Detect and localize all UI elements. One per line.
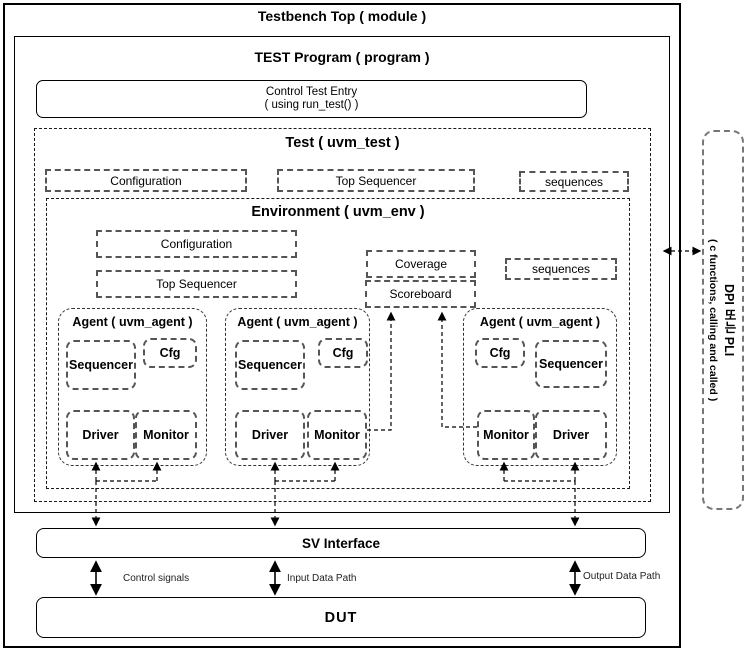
agent1-sequencer-box: Sequencer <box>66 340 136 390</box>
test-program-title: TEST Program ( program ) <box>254 49 430 65</box>
agent1-monitor-box: Monitor <box>135 410 197 460</box>
sv-interface-box: SV Interface <box>36 528 646 558</box>
dpi-pli-box: DPI 또는 PLI ( c functions, calling and ca… <box>702 130 744 510</box>
test-box <box>34 128 651 502</box>
agent2-monitor-box: Monitor <box>307 410 367 460</box>
agent2-cfg-box: Cfg <box>318 338 368 368</box>
agent1-cfg-box: Cfg <box>143 338 197 368</box>
test-sequences-box: sequences <box>519 171 629 192</box>
environment-box <box>46 198 630 489</box>
agent2-driver-box: Driver <box>235 410 305 460</box>
input-data-path-label: Input Data Path <box>287 573 357 584</box>
control-test-entry-box: Control Test Entry ( using run_test() ) <box>36 80 587 118</box>
control-test-entry-line1: Control Test Entry <box>265 85 358 98</box>
agent2-sequencer-box: Sequencer <box>235 340 305 390</box>
agent2-title: Agent ( uvm_agent ) <box>237 315 358 329</box>
environment-title: Environment ( uvm_env ) <box>251 204 425 220</box>
env-sequences-box: sequences <box>505 258 617 280</box>
control-signals-label: Control signals <box>123 573 190 584</box>
agent3-sequencer-box: Sequencer <box>535 340 607 388</box>
agent3-driver-box: Driver <box>535 410 607 460</box>
scoreboard-box: Scoreboard <box>365 280 476 308</box>
test-top-sequencer-box: Top Sequencer <box>277 169 475 192</box>
dpi-pli-subtitle: ( c functions, calling and called ) <box>707 238 719 402</box>
testbench-top-title: Testbench Top ( module ) <box>257 8 427 24</box>
agent1-box <box>58 308 207 466</box>
agent1-title: Agent ( uvm_agent ) <box>72 315 193 329</box>
coverage-box: Coverage <box>366 250 476 278</box>
test-configuration-box: Configuration <box>45 169 247 192</box>
agent1-driver-box: Driver <box>66 410 135 460</box>
agent3-monitor-box: Monitor <box>477 410 535 460</box>
env-configuration-box: Configuration <box>96 230 297 258</box>
dut-box: DUT <box>36 597 646 638</box>
test-program-box <box>14 36 670 513</box>
control-test-entry-line2: ( using run_test() ) <box>264 99 359 111</box>
agent3-cfg-box: Cfg <box>475 338 525 368</box>
agent3-title: Agent ( uvm_agent ) <box>479 315 601 329</box>
dpi-pli-title: DPI 또는 PLI <box>722 283 736 357</box>
env-top-sequencer-box: Top Sequencer <box>96 270 297 298</box>
test-title: Test ( uvm_test ) <box>285 135 400 151</box>
output-data-path-label: Output Data Path <box>583 571 661 582</box>
testbench-top-box <box>3 3 681 648</box>
